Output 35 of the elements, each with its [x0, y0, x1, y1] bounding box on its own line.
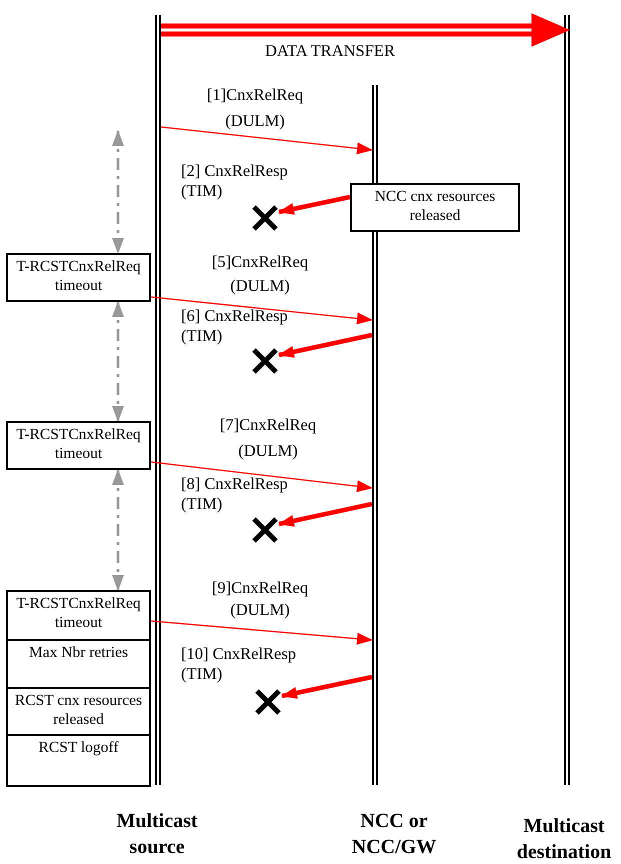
- process-box: T-RCSTCnxRelReq timeout: [6, 253, 151, 302]
- process-box: Max Nbr retries: [6, 639, 151, 689]
- edge-label: [5]CnxRelReq (DULM): [210, 251, 310, 297]
- edge-label: [1]CnxRelReq (DULM): [206, 84, 304, 132]
- double-arrow: [158, 14, 570, 46]
- edge-label: DATA TRANSFER: [264, 40, 396, 62]
- participant-label: NCC or NCC/GW: [350, 809, 438, 860]
- cross-mark: [251, 516, 279, 544]
- message-arrow: [278, 194, 350, 215]
- edge-label: [6] CnxRelResp (TIM): [181, 306, 289, 346]
- dashed-double-arrow: [112, 469, 124, 591]
- edge-label: [10] CnxRelResp (TIM): [181, 644, 298, 684]
- message-arrow: [150, 461, 373, 492]
- message-arrow: [150, 620, 373, 645]
- message-arrow: [278, 332, 372, 358]
- edge-label: [8] CnxRelResp (TIM): [181, 474, 289, 514]
- message-arrow: [160, 126, 373, 154]
- process-box: RCST logoff: [6, 734, 151, 787]
- message-arrow: [281, 674, 372, 699]
- participant-label: Multicast destination: [516, 814, 612, 864]
- cross-mark: [254, 688, 282, 716]
- message-arrow: [278, 502, 372, 527]
- cross-mark: [251, 347, 279, 375]
- process-box: T-RCSTCnxRelReq timeout: [6, 590, 151, 641]
- dashed-double-arrow: [112, 301, 124, 422]
- process-box: RCST cnx resources released: [6, 687, 151, 736]
- dashed-double-arrow: [112, 130, 124, 254]
- edge-label: [9]CnxRelReq (DULM): [210, 577, 310, 621]
- edge-label: [2] CnxRelResp (TIM): [181, 161, 289, 201]
- participant-label: Multicast source: [115, 809, 199, 860]
- process-box: NCC cnx resources released: [350, 183, 520, 232]
- process-box: T-RCSTCnxRelReq timeout: [6, 421, 151, 470]
- message-arrow: [150, 296, 373, 324]
- cross-mark: [251, 204, 279, 232]
- edge-label: [7]CnxRelReq (DULM): [218, 414, 318, 462]
